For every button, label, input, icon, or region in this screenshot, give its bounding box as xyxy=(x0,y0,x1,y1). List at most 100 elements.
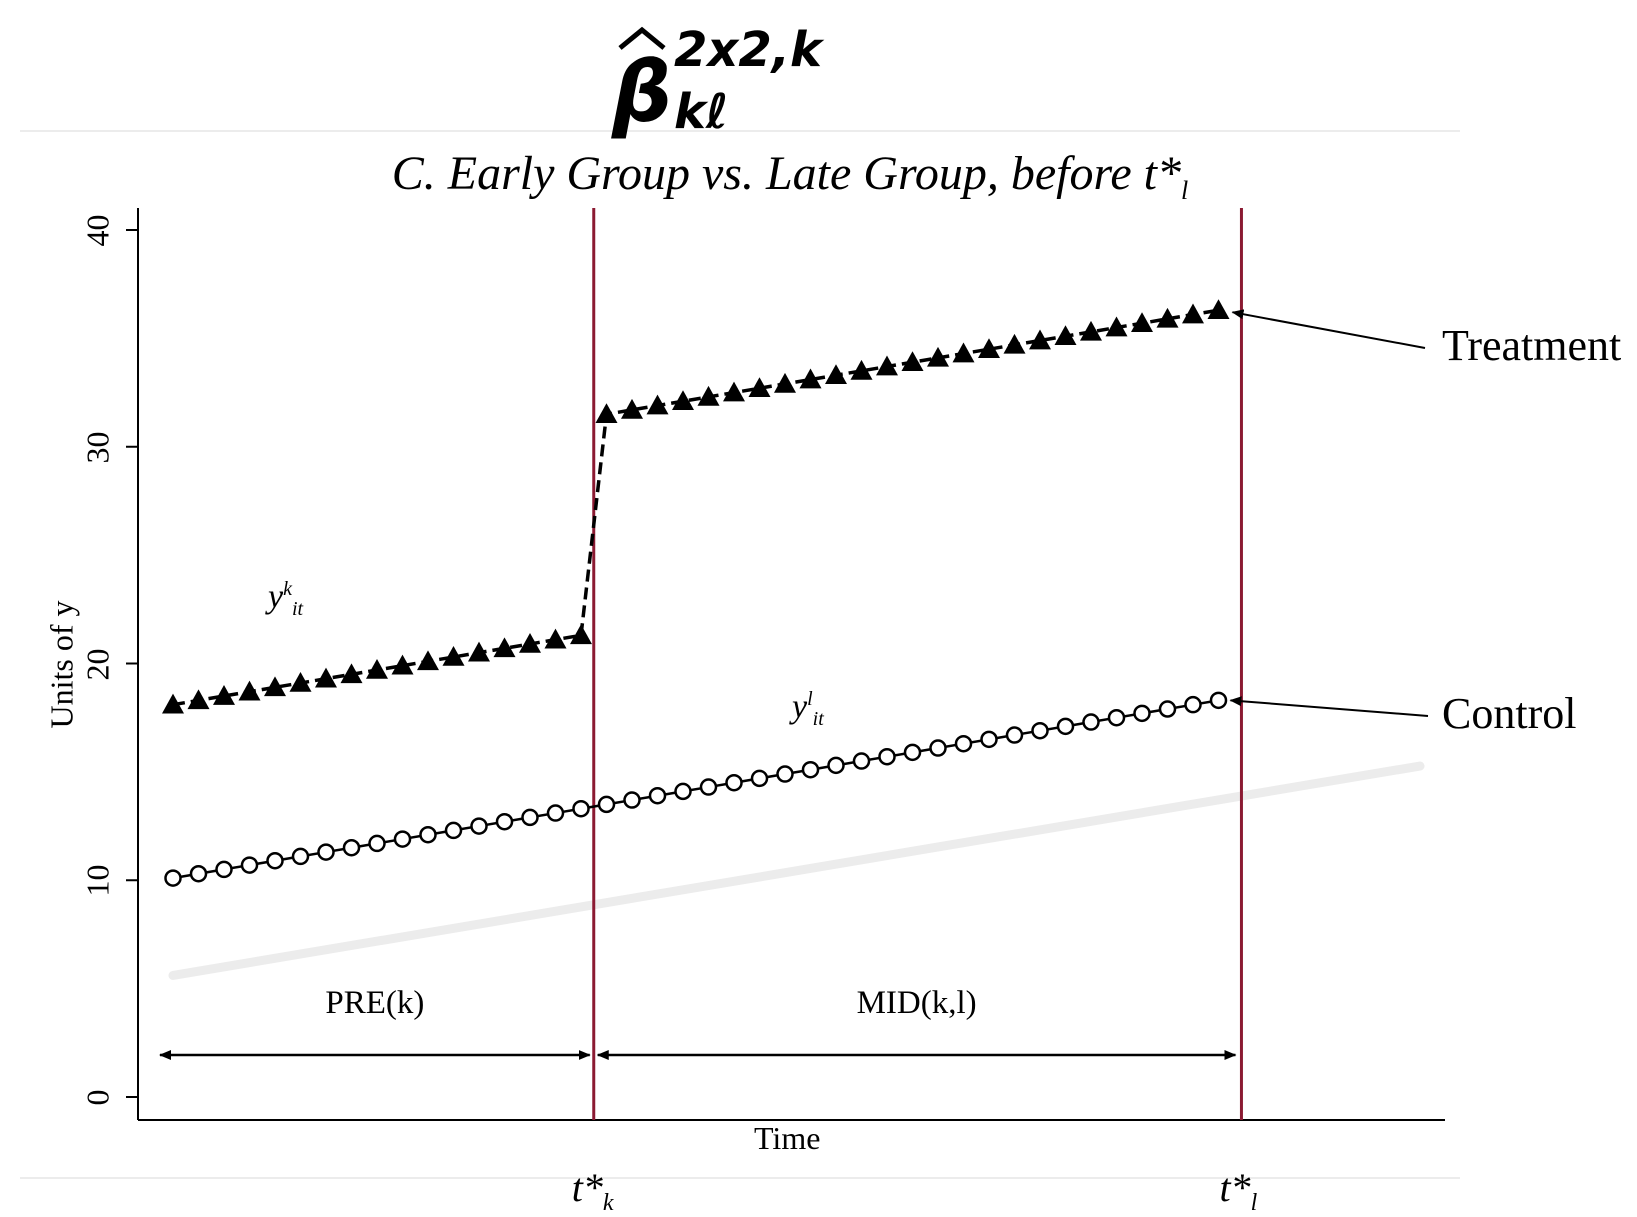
treatment-point xyxy=(391,654,414,675)
control-point xyxy=(827,756,845,775)
treatment-line xyxy=(172,308,1219,707)
treatment-point xyxy=(978,338,1000,359)
treatment-point xyxy=(697,385,720,406)
treatment-point xyxy=(493,637,516,658)
control-point xyxy=(189,864,208,883)
subtitle-subscript: l xyxy=(1181,176,1189,205)
treatment-point xyxy=(162,693,184,714)
control-point xyxy=(444,821,463,840)
trend-line xyxy=(168,761,1425,980)
treatment-point xyxy=(1003,333,1026,354)
control-point xyxy=(1031,721,1049,740)
title-subscript: kℓ xyxy=(674,84,729,140)
treatment-point xyxy=(417,650,439,671)
control-point xyxy=(1005,726,1024,744)
treatment-point xyxy=(850,359,873,380)
control-point xyxy=(164,869,182,887)
control-label: Control xyxy=(1442,689,1577,738)
y-tick-label: 40 xyxy=(79,214,116,247)
control-point xyxy=(801,760,820,779)
treatment-point xyxy=(289,672,312,692)
event-label-l: t*l xyxy=(1219,1165,1258,1216)
control-point xyxy=(393,830,412,848)
treatment-point xyxy=(1156,307,1179,328)
treatment-point xyxy=(442,645,465,666)
treatment-point xyxy=(1131,312,1153,333)
hat-accent xyxy=(618,26,666,50)
treatment-point xyxy=(672,390,694,411)
treatment-point xyxy=(570,624,592,645)
control-point xyxy=(495,812,514,831)
treatment-point xyxy=(1054,325,1077,346)
treatment-point xyxy=(748,377,771,398)
control-point xyxy=(878,747,896,766)
treatment-point xyxy=(876,355,898,376)
control-point xyxy=(674,782,692,801)
control-point xyxy=(750,769,769,788)
control-point xyxy=(1158,700,1177,718)
control-point xyxy=(1082,713,1100,731)
control-point xyxy=(368,834,386,853)
treatment-point xyxy=(366,659,388,679)
chart-subtitle: C. Early Group vs. Late Group, before t*… xyxy=(0,146,1580,219)
treatment-point xyxy=(238,680,261,701)
control-point xyxy=(1184,695,1202,714)
y-axis-label: Units of y xyxy=(43,600,80,729)
control-point xyxy=(266,851,284,870)
treatment-point xyxy=(1029,329,1051,350)
control-point xyxy=(546,804,565,822)
treatment-point xyxy=(544,628,567,649)
treatment-point xyxy=(723,381,745,402)
treatment-point xyxy=(264,676,286,697)
treatment-point xyxy=(646,394,669,415)
control-point xyxy=(725,773,743,792)
control-point xyxy=(623,791,641,809)
control-point xyxy=(648,786,667,805)
control-point xyxy=(929,739,947,757)
treatment-point xyxy=(927,346,949,367)
title-superscript: 2x2,k xyxy=(674,22,822,78)
subtitle-text: C. Early Group vs. Late Group, before t* xyxy=(391,147,1182,200)
treatment-point xyxy=(621,398,643,419)
control-point xyxy=(699,778,718,796)
y-tick-label: 0 xyxy=(79,1089,116,1106)
control-point xyxy=(317,843,335,861)
control-point xyxy=(597,795,616,814)
control-point xyxy=(776,765,794,783)
treatment-point xyxy=(1080,320,1102,341)
control-pointer xyxy=(1229,696,1429,717)
title-symbol: β xyxy=(612,43,673,141)
control-point xyxy=(852,752,871,770)
mid-period-label: MID(k,l) xyxy=(856,985,977,1021)
control-annotation: ylit xyxy=(792,688,824,731)
pre-period-label: PRE(k) xyxy=(325,985,425,1021)
control-point xyxy=(240,856,259,874)
chart-title: β 2x2,k kℓ xyxy=(612,22,852,142)
treatment-point xyxy=(952,342,975,363)
treatment-point xyxy=(774,372,796,393)
y-tick-label: 20 xyxy=(79,648,116,680)
treatment-point xyxy=(799,368,822,389)
treatment-point xyxy=(595,403,618,424)
control-point xyxy=(572,799,590,818)
control-point xyxy=(521,808,539,827)
treatment-point xyxy=(519,632,541,653)
x-axis-label: Time xyxy=(754,1120,821,1156)
control-point xyxy=(291,847,310,866)
y-tick-label: 10 xyxy=(79,864,116,897)
control-point xyxy=(1209,691,1228,710)
treatment-point xyxy=(468,641,490,662)
treatment-point xyxy=(1105,316,1128,337)
control-point xyxy=(470,817,488,835)
treatment-point xyxy=(187,689,210,710)
treatment-point xyxy=(825,364,847,385)
control-point xyxy=(903,743,922,762)
event-label-k: t*k xyxy=(571,1165,614,1216)
treatment-point xyxy=(1182,303,1204,324)
control-point xyxy=(342,838,361,857)
treatment-point xyxy=(315,667,337,688)
treatment-point xyxy=(901,351,924,372)
control-point xyxy=(1056,717,1075,736)
control-point xyxy=(980,730,998,749)
